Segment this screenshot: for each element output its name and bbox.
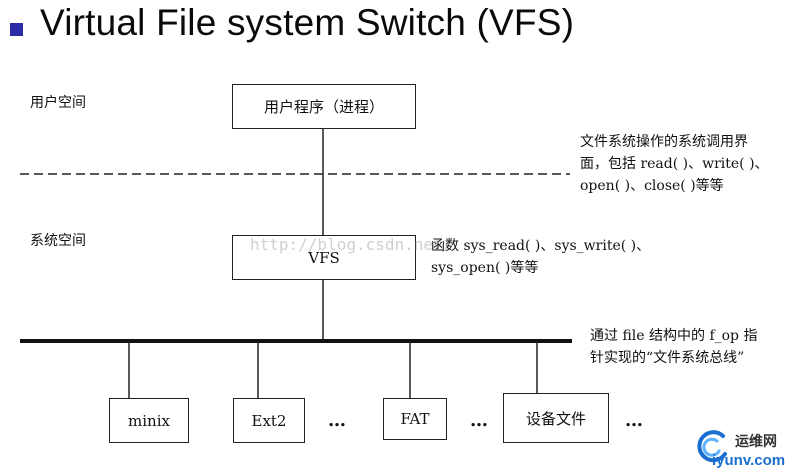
user-program-box: 用户程序（进程） xyxy=(232,84,416,129)
ellipsis-1: … xyxy=(328,410,347,431)
title-bullet xyxy=(10,23,23,36)
syscall-note-line: 面，包括 read( )、write( )、 xyxy=(580,156,769,172)
logo-swirl-icon xyxy=(697,430,727,463)
syscall-note-line: open( )、close( )等等 xyxy=(580,178,724,194)
vfs-functions-note: 函数 sys_read( )、sys_write( )、 sys_open( )… xyxy=(431,235,650,279)
ellipsis-3: … xyxy=(625,410,644,431)
system-space-label: 系统空间 xyxy=(30,233,86,249)
bus-note-line: 通过 file 结构中的 f_op 指 xyxy=(590,328,758,344)
page-title: Virtual File system Switch (VFS) xyxy=(40,2,575,43)
fat-box: FAT xyxy=(383,398,447,440)
syscall-note: 文件系统操作的系统调用界 面，包括 read( )、write( )、 open… xyxy=(580,131,769,197)
vfs-box: VFS xyxy=(232,235,416,280)
logo-url: iyunv.com xyxy=(712,452,786,469)
vfs-functions-line: 函数 sys_read( )、sys_write( )、 xyxy=(431,238,651,254)
bus-note: 通过 file 结构中的 f_op 指 针实现的“文件系统总线” xyxy=(590,325,757,369)
ext2-box: Ext2 xyxy=(233,398,305,443)
logo-name: 运维网 xyxy=(735,433,777,449)
minix-box: minix xyxy=(109,398,189,443)
user-space-label: 用户空间 xyxy=(30,95,86,111)
device-file-box: 设备文件 xyxy=(503,393,609,443)
bus-note-line: 针实现的“文件系统总线” xyxy=(590,350,745,366)
vfs-functions-line: sys_open( )等等 xyxy=(431,260,539,276)
ellipsis-2: … xyxy=(470,410,489,431)
watermark: http://blog.csdn.net/ xyxy=(250,235,453,254)
syscall-note-line: 文件系统操作的系统调用界 xyxy=(580,134,748,150)
